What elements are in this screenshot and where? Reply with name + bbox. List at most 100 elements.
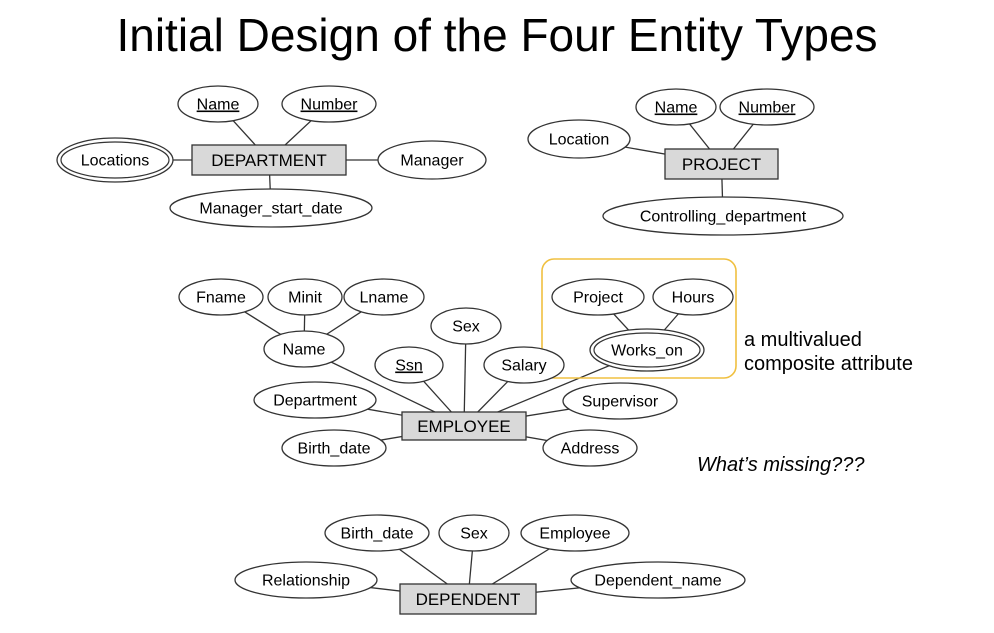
attribute-ellipse-dept-locations bbox=[56, 137, 174, 183]
attribute-label-emp-sex: Sex bbox=[452, 319, 480, 336]
attribute-ellipse-emp-lname bbox=[343, 278, 425, 316]
attribute-label-dept-manager: Manager bbox=[400, 153, 464, 170]
entity-label-dependent: DEPENDENT bbox=[416, 590, 521, 609]
attribute-label-dept-locations: Locations bbox=[81, 153, 150, 170]
attribute-ellipse-emp-works-on bbox=[589, 328, 705, 372]
attribute-label-emp-minit: Minit bbox=[288, 290, 322, 307]
attribute-emp-birth-date: Birth_date bbox=[281, 429, 387, 467]
attribute-dep-dependent-name: Dependent_name bbox=[570, 561, 746, 599]
attribute-inner-ellipse-emp-works-on bbox=[593, 332, 701, 368]
annotation-line-2: composite attribute bbox=[744, 353, 913, 375]
attribute-proj-controlling-department: Controlling_department bbox=[602, 196, 844, 236]
attribute-ellipse-emp-hours bbox=[652, 278, 734, 316]
attribute-ellipse-emp-sex bbox=[430, 307, 502, 345]
attribute-ellipse-dep-birth-date bbox=[324, 514, 430, 552]
attribute-emp-project: Project bbox=[551, 278, 645, 316]
entity-box-employee bbox=[401, 411, 527, 441]
attribute-emp-address: Address bbox=[542, 429, 638, 467]
attribute-ellipse-dep-sex bbox=[438, 514, 510, 552]
attribute-label-emp-lname: Lname bbox=[360, 290, 409, 307]
attribute-label-proj-location: Location bbox=[549, 132, 610, 149]
attribute-ellipse-emp-address bbox=[542, 429, 638, 467]
attribute-label-dept-number: Number bbox=[301, 97, 359, 114]
attribute-ellipse-emp-salary bbox=[483, 346, 565, 384]
attribute-label-dep-birth-date: Birth_date bbox=[341, 526, 414, 543]
attribute-label-emp-salary: Salary bbox=[501, 358, 546, 375]
highlight-box bbox=[541, 258, 737, 379]
attribute-ellipse-proj-location bbox=[527, 119, 631, 159]
attribute-ellipse-emp-project bbox=[551, 278, 645, 316]
attribute-label-emp-department: Department bbox=[273, 393, 357, 410]
attribute-label-proj-controlling-department: Controlling_department bbox=[640, 209, 807, 226]
attribute-emp-minit: Minit bbox=[267, 278, 343, 316]
attribute-dep-birth-date: Birth_date bbox=[324, 514, 430, 552]
attribute-ellipse-dep-employee bbox=[520, 514, 630, 552]
attribute-ellipse-dep-relationship bbox=[234, 561, 378, 599]
attribute-ellipse-emp-supervisor bbox=[562, 382, 678, 420]
attribute-proj-location: Location bbox=[527, 119, 631, 159]
attribute-ellipse-dept-number bbox=[281, 85, 377, 123]
attribute-ellipse-emp-birth-date bbox=[281, 429, 387, 467]
attribute-label-dep-sex: Sex bbox=[460, 526, 488, 543]
attribute-ellipse-emp-ssn bbox=[374, 346, 444, 384]
attribute-dep-sex: Sex bbox=[438, 514, 510, 552]
attribute-ellipse-dept-name bbox=[177, 85, 259, 123]
attribute-emp-sex: Sex bbox=[430, 307, 502, 345]
attribute-proj-name: Name bbox=[635, 88, 717, 126]
attribute-emp-ssn: Ssn bbox=[374, 346, 444, 384]
entity-dependent: DEPENDENT bbox=[399, 583, 537, 615]
entity-label-employee: EMPLOYEE bbox=[417, 417, 511, 436]
attribute-label-emp-supervisor: Supervisor bbox=[582, 394, 659, 411]
attribute-ellipse-dept-manager-start-date bbox=[169, 188, 373, 228]
attribute-label-dep-dependent-name: Dependent_name bbox=[594, 573, 721, 590]
attribute-dept-number: Number bbox=[281, 85, 377, 123]
attribute-label-proj-name: Name bbox=[655, 100, 698, 117]
attribute-emp-hours: Hours bbox=[652, 278, 734, 316]
shapes-layer: DEPARTMENT PROJECT EMPLOYEE DEPENDENT Name Nu… bbox=[56, 85, 844, 615]
attribute-label-dep-relationship: Relationship bbox=[262, 573, 350, 590]
attribute-label-dept-manager-start-date: Manager_start_date bbox=[199, 201, 342, 218]
attribute-dept-name: Name bbox=[177, 85, 259, 123]
attribute-ellipse-dept-manager bbox=[377, 140, 487, 180]
entity-employee: EMPLOYEE bbox=[401, 411, 527, 441]
attribute-dept-manager-start-date: Manager_start_date bbox=[169, 188, 373, 228]
attribute-ellipse-proj-controlling-department bbox=[602, 196, 844, 236]
attribute-label-emp-ssn: Ssn bbox=[395, 358, 423, 375]
attribute-label-emp-address: Address bbox=[561, 441, 620, 458]
attribute-emp-name: Name bbox=[263, 330, 345, 368]
attribute-proj-number: Number bbox=[719, 88, 815, 126]
attribute-label-emp-birth-date: Birth_date bbox=[298, 441, 371, 458]
attribute-dept-locations: Locations bbox=[56, 137, 174, 183]
attribute-emp-salary: Salary bbox=[483, 346, 565, 384]
attribute-ellipse-proj-name bbox=[635, 88, 717, 126]
attribute-ellipse-emp-fname bbox=[178, 278, 264, 316]
attribute-label-emp-works-on: Works_on bbox=[611, 343, 683, 360]
entity-box-department bbox=[191, 144, 347, 176]
attribute-label-emp-hours: Hours bbox=[672, 290, 715, 307]
attribute-dep-employee: Employee bbox=[520, 514, 630, 552]
attribute-label-dept-name: Name bbox=[197, 97, 240, 114]
entity-box-project bbox=[664, 148, 779, 180]
missing-question: What’s missing??? bbox=[697, 454, 865, 476]
attribute-dept-manager: Manager bbox=[377, 140, 487, 180]
attribute-ellipse-emp-name bbox=[263, 330, 345, 368]
attribute-emp-supervisor: Supervisor bbox=[562, 382, 678, 420]
entity-label-project: PROJECT bbox=[682, 155, 761, 174]
attribute-emp-lname: Lname bbox=[343, 278, 425, 316]
attribute-label-emp-name: Name bbox=[283, 342, 326, 359]
attribute-ellipse-emp-department bbox=[253, 381, 377, 419]
attribute-inner-ellipse-dept-locations bbox=[60, 141, 170, 179]
entity-project: PROJECT bbox=[664, 148, 779, 180]
annotation-line-1: a multivalued bbox=[744, 329, 862, 351]
entity-label-department: DEPARTMENT bbox=[211, 151, 327, 170]
attribute-ellipse-dep-dependent-name bbox=[570, 561, 746, 599]
attribute-emp-works-on: Works_on bbox=[589, 328, 705, 372]
highlight-layer bbox=[541, 258, 737, 379]
attribute-label-proj-number: Number bbox=[739, 100, 797, 117]
annotation-text: a multivalued composite attribute bbox=[744, 328, 913, 376]
attribute-label-dep-employee: Employee bbox=[539, 526, 610, 543]
entity-box-dependent bbox=[399, 583, 537, 615]
attribute-ellipse-emp-minit bbox=[267, 278, 343, 316]
attribute-dep-relationship: Relationship bbox=[234, 561, 378, 599]
attribute-emp-department: Department bbox=[253, 381, 377, 419]
